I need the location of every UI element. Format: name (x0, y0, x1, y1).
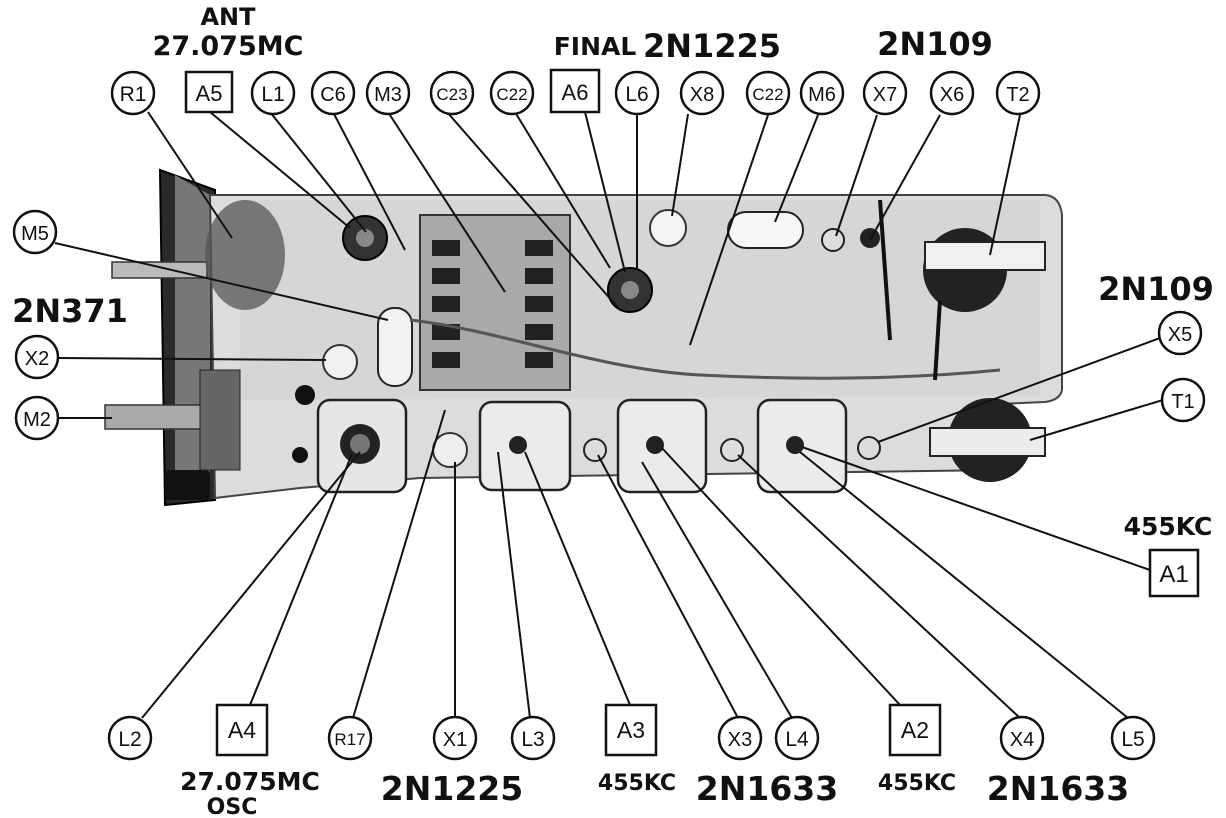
svg-text:C23: C23 (436, 85, 467, 104)
label-a2: A2 (888, 703, 942, 757)
caption-x1-part: 2N1225 (381, 769, 523, 808)
svg-text:T2: T2 (1006, 84, 1029, 106)
svg-text:X6: X6 (940, 84, 964, 106)
caption-final-part: 2N1225 (643, 27, 781, 65)
label-a5: A5 (184, 70, 234, 114)
svg-text:A4: A4 (228, 717, 256, 743)
svg-text:M3: M3 (374, 84, 402, 106)
label-m5: M5 (12, 209, 58, 255)
svg-text:R1: R1 (120, 83, 147, 106)
label-x7: X7 (862, 70, 908, 116)
caption-ant: ANT (200, 3, 256, 31)
label-markers: R1 A5 L1 C6 M3 C23 C22 A6 L6 X8 C22 M6 X… (12, 68, 1206, 761)
label-x5: X5 (1157, 310, 1203, 356)
volume-shaft (104, 404, 206, 430)
svg-text:L5: L5 (1121, 728, 1144, 751)
label-a4: A4 (215, 703, 269, 757)
label-r1: R1 (110, 70, 156, 116)
svg-text:T1: T1 (1171, 391, 1194, 413)
label-x8: X8 (679, 70, 725, 116)
label-x3: X3 (717, 715, 763, 761)
leader-lines (54, 111, 1164, 719)
label-a3: A3 (604, 703, 658, 757)
svg-text:L2: L2 (118, 728, 141, 751)
svg-text:M2: M2 (23, 409, 51, 431)
svg-text:A6: A6 (562, 80, 589, 105)
caption-a1-freq: 455KC (1124, 512, 1213, 541)
svg-text:M5: M5 (21, 223, 49, 245)
svg-text:L1: L1 (261, 83, 284, 106)
svg-text:X5: X5 (1168, 324, 1192, 346)
label-l6: L6 (614, 70, 660, 116)
svg-text:X4: X4 (1010, 729, 1034, 751)
label-l1: L1 (250, 70, 296, 116)
svg-text:C22: C22 (752, 85, 783, 104)
svg-text:C6: C6 (320, 84, 346, 106)
label-x4: X4 (999, 715, 1045, 761)
svg-text:C22: C22 (496, 85, 527, 104)
caption-x4-part: 2N1633 (987, 769, 1129, 808)
caption-a3-freq: 455KC (598, 771, 676, 796)
label-c22-top-right: C22 (745, 70, 791, 116)
svg-text:M6: M6 (808, 84, 836, 106)
svg-text:X2: X2 (25, 348, 49, 370)
captions: ANT 27.075MC FINAL 2N1225 2N109 2N109 2N… (12, 3, 1214, 818)
caption-x3-part: 2N1633 (696, 769, 838, 808)
label-r17: R17 (327, 715, 373, 761)
svg-text:X7: X7 (873, 84, 897, 106)
label-a6: A6 (549, 68, 601, 114)
label-l3: L3 (510, 715, 556, 761)
label-l2: L2 (107, 715, 153, 761)
label-x6: X6 (929, 70, 975, 116)
label-x2: X2 (14, 334, 60, 380)
caption-right-2n109: 2N109 (1098, 270, 1214, 308)
label-m3: M3 (365, 70, 411, 116)
label-t2: T2 (995, 70, 1041, 116)
svg-text:L3: L3 (521, 728, 544, 751)
label-m2: M2 (14, 395, 60, 441)
svg-text:A1: A1 (1159, 561, 1188, 588)
svg-text:A2: A2 (901, 717, 929, 743)
label-c23: C23 (429, 70, 475, 116)
caption-a4-osc: OSC (207, 795, 258, 818)
caption-top-2n109: 2N109 (877, 25, 993, 63)
svg-text:A3: A3 (617, 717, 645, 743)
label-l4: L4 (774, 715, 820, 761)
label-c6: C6 (310, 70, 356, 116)
chassis-illustration (104, 168, 1063, 507)
caption-ant-freq: 27.075MC (153, 31, 304, 62)
label-t1: T1 (1160, 377, 1206, 423)
label-a1: A1 (1148, 548, 1200, 598)
svg-text:R17: R17 (334, 730, 365, 749)
caption-a4-freq: 27.075MC (180, 767, 320, 796)
caption-final: FINAL (554, 32, 637, 61)
label-m6: M6 (799, 70, 845, 116)
label-x1: X1 (432, 715, 478, 761)
svg-text:L4: L4 (785, 728, 809, 751)
label-l5: L5 (1110, 715, 1156, 761)
svg-text:X8: X8 (690, 84, 714, 106)
svg-text:X1: X1 (443, 729, 467, 751)
caption-left-2n371: 2N371 (12, 292, 128, 330)
caption-a2-freq: 455KC (878, 771, 956, 796)
label-c22-top-left: C22 (489, 70, 535, 116)
svg-text:A5: A5 (196, 81, 223, 106)
svg-text:L6: L6 (625, 83, 648, 106)
svg-text:X3: X3 (728, 729, 752, 751)
